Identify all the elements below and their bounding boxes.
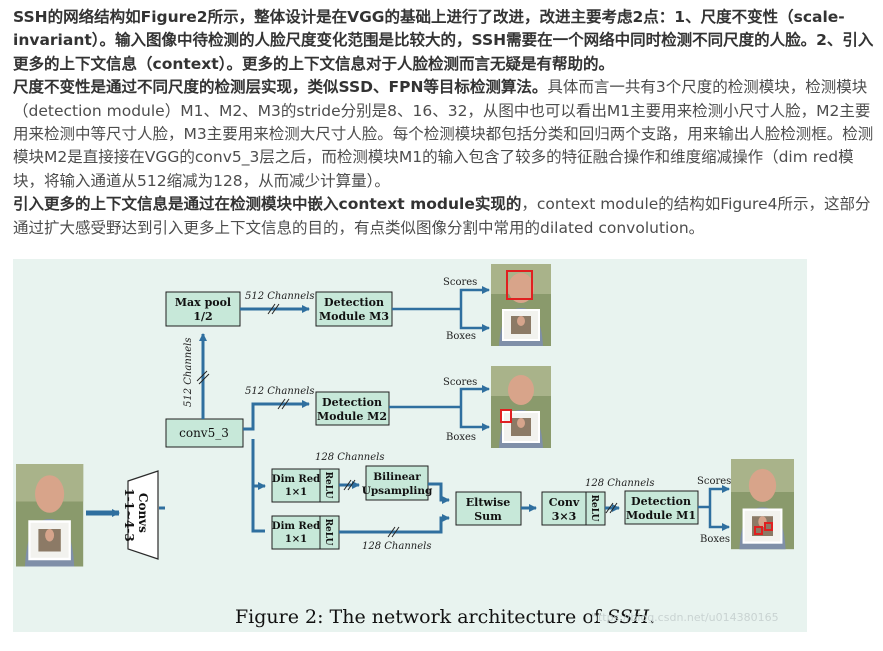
ch-128-m1: 128 Channels [585,478,654,489]
scores-label-m1: Scores [697,476,731,487]
paragraph-2-normal: 具体而言一共有3个尺度的检测模块，检测模块（detection module）M… [13,78,874,190]
relu-bottom-label: ReLU [323,519,333,546]
dimred-bottom-label-2: 1×1 [285,534,307,545]
maxpool-box [165,291,241,327]
paragraph-2: 尺度不变性是通过不同尺度的检测层实现，类似SSD、FPN等目标检测算法。具体而言… [13,76,875,193]
detection-m1-label-2: Module M1 [626,509,696,522]
caption-prefix: Figure 2: The network architecture of [235,606,607,628]
convs-label-line1: Convs [136,493,150,533]
relu-conv-label: ReLU [589,495,599,522]
eltwise-label-1: Eltwise [466,496,510,509]
bilinear-label-2: Upsampling [362,485,433,497]
architecture-diagram: Convs 1-1~4-3 conv5_3 Max pool 1/2 512 C… [14,263,796,628]
ch-512-m2: 512 Channels [245,386,314,397]
paragraph-2-bold: 尺度不变性是通过不同尺度的检测层实现，类似SSD、FPN等目标检测算法。 [13,78,548,97]
conv3x3-label-2: 3×3 [552,510,577,523]
boxes-label-m1: Boxes [700,534,730,545]
dimred-top-label-1: Dim Red [272,474,320,485]
eltwise-label-2: Sum [474,510,502,523]
conv3x3-label-1: Conv [549,496,580,509]
ch-128-bottom: 128 Channels [362,541,431,552]
detection-m3-label-1: Detection [324,296,384,309]
eltwise-box [455,491,522,526]
scores-label-m2: Scores [443,377,477,388]
caption-italic: SSH [607,606,650,628]
convs-block [127,470,159,560]
watermark-text: https://blog.csdn.net/u014380165 [591,611,779,624]
maxpool-label-2: 1/2 [193,310,212,323]
output-image-m2 [490,365,552,449]
output-image-m1 [729,457,796,551]
output-image-m3 [490,263,552,347]
convs-label: Convs 1-1~4-3 [122,488,150,541]
detection-m2-box [315,391,390,426]
paragraph-3: 引入更多的上下文信息是通过在检测模块中嵌入context module实现的，c… [13,193,875,240]
dimred-bottom-box [271,515,321,550]
dimred-top-label-2: 1×1 [285,487,307,498]
relu-top-label: ReLU [323,472,333,499]
paragraph-3-normal: ，context module的结构如Figure4所示，这部分通过扩大感受野达… [13,195,871,237]
ch-512-m3: 512 Channels [245,291,314,302]
input-face-image [14,462,85,568]
conv5-3-label: conv5_3 [179,426,229,440]
paragraph-1-bold: SSH的网络结构如Figure2所示，整体设计是在VGG的基础上进行了改进，改进… [13,8,874,73]
detection-m2-label-2: Module M2 [317,410,387,423]
dimred-bottom-label-1: Dim Red [272,521,320,532]
ch-512-vertical: 512 Channels [183,338,194,407]
detection-m1-box [624,490,699,525]
detection-m1-label-1: Detection [631,495,691,508]
arrow-conv-dimred-bottom [251,439,265,533]
arrow-bilinear-eltwise [428,482,450,504]
detection-m3-box [315,291,393,327]
detection-m3-label-2: Module M3 [319,310,389,323]
convs-label-line2: 1-1~4-3 [122,488,136,541]
figure-caption: Figure 2: The network architecture of SS… [235,606,655,628]
maxpool-label-1: Max pool [175,296,231,309]
article-text: SSH的网络结构如Figure2所示，整体设计是在VGG的基础上进行了改进，改进… [13,6,875,240]
arrow-conv53-m2 [243,400,310,431]
boxes-label-m3: Boxes [446,331,476,342]
scores-label-m3: Scores [443,277,477,288]
ssh-architecture-figure: Convs 1-1~4-3 conv5_3 Max pool 1/2 512 C… [13,259,807,632]
arrow-conv53-dimred-top [251,439,266,490]
dimred-top-box [271,468,321,503]
arrow-dimred-eltwise [339,514,450,534]
detection-m2-label-1: Detection [322,396,382,409]
ch-128-top: 128 Channels [315,452,384,463]
paragraph-1: SSH的网络结构如Figure2所示，整体设计是在VGG的基础上进行了改进，改进… [13,6,875,76]
conv3x3-box [541,491,587,526]
caption-suffix: . [649,606,655,628]
paragraph-3-bold: 引入更多的上下文信息是通过在检测模块中嵌入context module实现的 [13,195,522,214]
boxes-label-m2: Boxes [446,432,476,443]
bilinear-label-1: Bilinear [373,471,421,483]
